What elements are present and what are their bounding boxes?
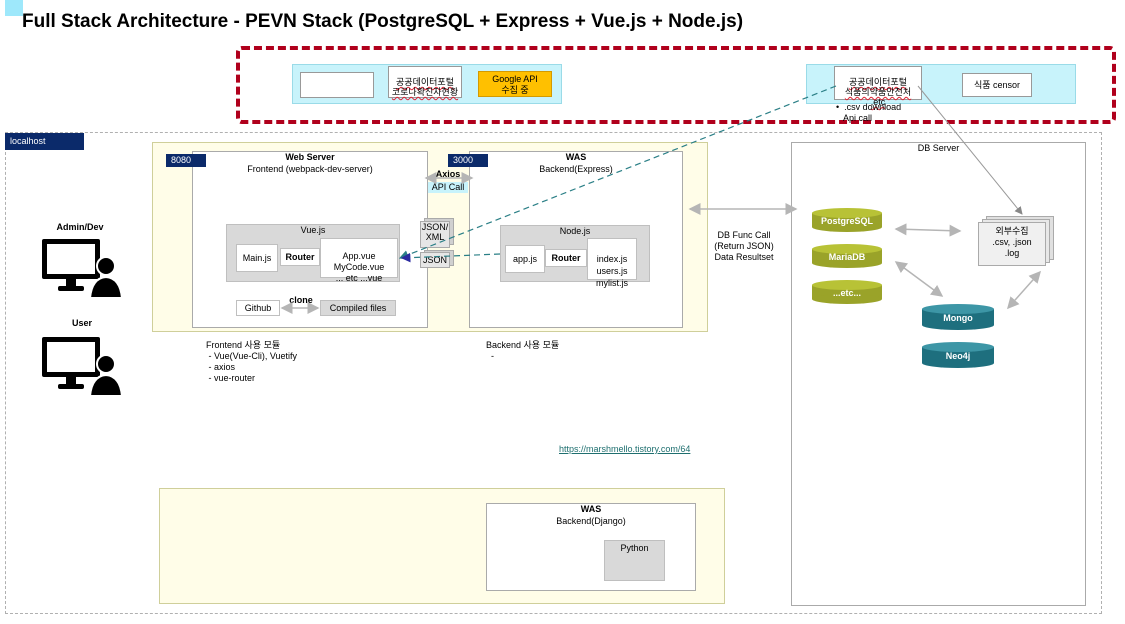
python-box: Python xyxy=(604,540,665,581)
mariadb-label: MariaDB xyxy=(828,252,866,262)
external-collect-arrow xyxy=(917,85,1023,215)
web-server-port: 8080 xyxy=(166,154,206,167)
django-subtitle: Backend(Django) xyxy=(556,516,626,526)
etc-db-label: ...etc... xyxy=(832,288,861,298)
was-title: WAS xyxy=(565,152,587,162)
was-subtitle: Backend(Express) xyxy=(539,164,613,174)
main-js: Main.js xyxy=(236,244,278,272)
postgres-external-arrow xyxy=(894,223,962,237)
cyl-top xyxy=(922,342,994,352)
doc-front: JSON xyxy=(420,252,450,268)
cyl-bottom xyxy=(812,222,882,232)
doc-front: JSON/ XML xyxy=(420,221,450,248)
vue-title: Vue.js xyxy=(300,225,326,235)
page-title: Full Stack Architecture - PEVN Stack (Po… xyxy=(22,11,744,32)
clone-label: clone xyxy=(289,295,313,305)
cyl-top xyxy=(922,304,994,314)
web-server-subtitle: Frontend (webpack-dev-server) xyxy=(247,164,373,174)
external-collection-doc: 외부수집 .csv, .json .log xyxy=(978,216,1058,266)
node-router: Router xyxy=(545,249,587,267)
backend-modules: Backend 사용 모듈 - xyxy=(486,340,560,361)
compiled-files: Compiled files xyxy=(320,300,396,316)
cyl-bottom xyxy=(812,258,882,268)
localhost-container xyxy=(5,132,1102,614)
json-doc: JSON xyxy=(420,250,456,268)
web-server-title: Web Server xyxy=(285,152,335,162)
frontend-modules: Frontend 사용 모듈 - Vue(Vue-Cli), Vuetify -… xyxy=(206,340,298,383)
db-server-title: DB Server xyxy=(917,143,960,153)
was-port: 3000 xyxy=(448,154,488,167)
postgresql-label: PostgreSQL xyxy=(820,216,873,226)
public-portal-food: 공공데이터포털 식품의약품안전처 .etc xyxy=(834,66,922,107)
external-mongo-arrow xyxy=(1007,270,1041,310)
google-api-box: Google API 수집 중 xyxy=(478,71,552,97)
node-title: Node.js xyxy=(559,226,591,236)
blank-box xyxy=(300,72,374,98)
etc-db: ...etc... xyxy=(812,280,882,304)
cyl-bottom xyxy=(812,294,882,304)
vue-files-text: App.vue MyCode.vue ... etc ...vue xyxy=(333,251,385,283)
neo4j-label: Neo4j xyxy=(945,351,971,361)
django-title: WAS xyxy=(580,504,602,514)
external-collection-text: 외부수집 .csv, .json .log xyxy=(978,222,1046,266)
cyl-top xyxy=(812,208,882,218)
cyl-bottom xyxy=(922,320,994,330)
mariadb-db: MariaDB xyxy=(812,244,882,268)
vue-router: Router xyxy=(280,248,320,266)
food-data-arrow xyxy=(398,85,837,260)
db-func-call-text: DB Func Call (Return JSON) Data Resultse… xyxy=(714,230,774,262)
api-call-label: API Call xyxy=(428,182,468,193)
reference-link[interactable]: https://marshmello.tistory.com/64 xyxy=(559,444,691,454)
localhost-label: localhost xyxy=(5,133,84,150)
admin-monitor-icon xyxy=(40,236,124,299)
mongo-label: Mongo xyxy=(943,313,973,323)
node-files-text: index.js users.js mylist.js xyxy=(596,254,628,288)
postgresql-db: PostgreSQL xyxy=(812,208,882,232)
mongo-db: Mongo xyxy=(922,304,994,330)
cyl-top xyxy=(812,244,882,254)
node-files: index.js users.js mylist.js xyxy=(587,238,637,288)
db-func-call-label: DB Func Call (Return JSON) Data Resultse… xyxy=(706,219,782,263)
cyl-top xyxy=(812,280,882,290)
vue-files: App.vue MyCode.vue ... etc ...vue xyxy=(320,238,398,283)
user-monitor-icon xyxy=(40,334,124,397)
mariadb-mongo-arrow xyxy=(894,261,944,297)
public-portal-covid: 공공데이터포털 코로나확진자현황 xyxy=(388,66,462,98)
cyl-bottom xyxy=(922,358,994,368)
github-box: Github xyxy=(236,300,280,316)
node-to-vue-arrow xyxy=(400,252,501,263)
json-xml-doc: JSON/ XML xyxy=(420,218,456,248)
external-sources-group xyxy=(236,46,1116,124)
app-js: app.js xyxy=(505,245,545,273)
admin-label: Admin/Dev xyxy=(56,222,104,232)
title-marker xyxy=(5,0,23,16)
user-label: User xyxy=(71,318,92,328)
neo4j-db: Neo4j xyxy=(922,342,994,368)
food-censor-box: 식품 censor xyxy=(962,73,1032,97)
food-bullets: • .csv download Api call xyxy=(836,102,902,123)
